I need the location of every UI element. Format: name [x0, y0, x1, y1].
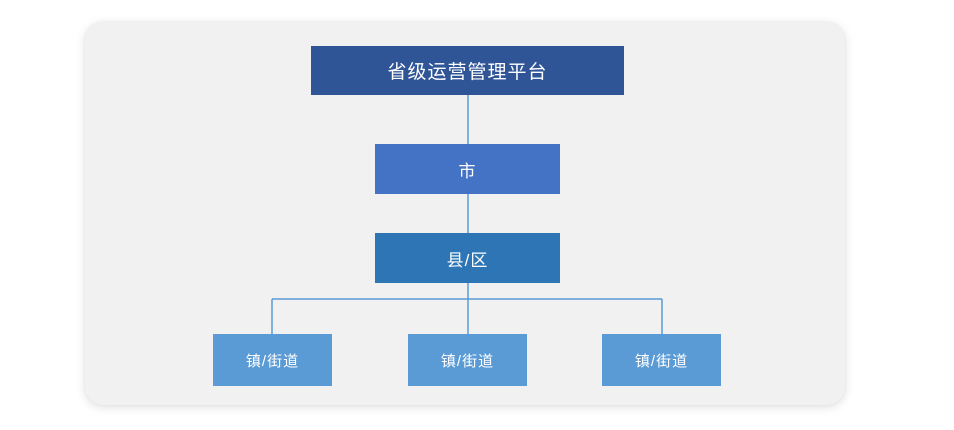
node-city[interactable]: 市: [375, 144, 560, 194]
node-province-platform[interactable]: 省级运营管理平台: [311, 46, 624, 95]
node-town-street-2[interactable]: 镇/街道: [408, 334, 527, 386]
node-county-district[interactable]: 县/区: [375, 233, 560, 283]
node-town-street-3[interactable]: 镇/街道: [602, 334, 721, 386]
node-town-street-1[interactable]: 镇/街道: [213, 334, 332, 386]
